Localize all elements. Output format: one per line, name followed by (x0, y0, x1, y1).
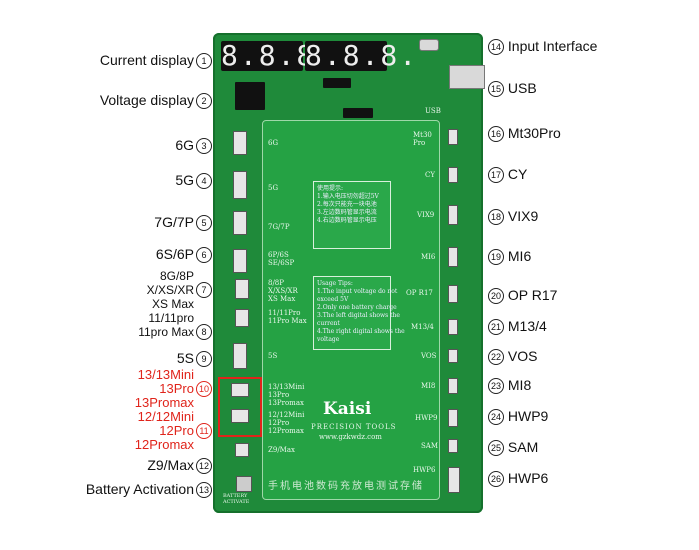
silk-m134: M13/4 (411, 323, 434, 331)
silk-vos: VOS (421, 352, 437, 360)
connector-6s (233, 249, 247, 273)
connector-hwp9 (448, 409, 458, 427)
highlight-box (218, 377, 262, 437)
label-13-line1: 13/13Mini (137, 367, 194, 382)
silk-battery: BATTERY ACTIVATE (223, 493, 250, 505)
connector-5s (233, 343, 247, 369)
silk-6g: 6G (268, 139, 279, 147)
label-hwp9: 24 HWP9 (486, 408, 548, 425)
connector-mt30 (448, 129, 458, 145)
connector-12 (231, 409, 249, 423)
label-12-line3: 12Promax (134, 437, 194, 452)
test-board: 8.8.8. 8.8.8. 使用提示: 1.输入电压切勿超过5V 2.每次只能充… (213, 33, 485, 513)
label-mt30pro: 16 Mt30Pro (486, 125, 561, 142)
regulator-chip (323, 78, 351, 88)
silk-12: 12/12Mini 12Pro 12Promax (268, 411, 305, 435)
connector-11 (235, 309, 249, 327)
connector-hwp6 (448, 467, 460, 493)
silk-7g: 7G/7P (268, 223, 290, 231)
connector-mi6 (448, 247, 458, 267)
input-interface-port (419, 39, 439, 51)
label-op-r17: 20 OP R17 (486, 287, 557, 304)
label-vos: 22 VOS (486, 348, 537, 365)
english-usage-note: Usage Tips: 1.The input voltage do not e… (313, 276, 405, 350)
silk-hwp6: HWP6 (413, 466, 436, 474)
silk-hwp9: HWP9 (415, 414, 438, 422)
silk-cy: CY (425, 171, 435, 179)
label-m13-4: 21 M13/4 (486, 318, 547, 335)
label-13-line3: 13Promax (134, 395, 194, 410)
voltage-digits: 8.8.8. (305, 39, 419, 72)
silk-opr17: OP R17 (406, 289, 433, 297)
connector-6g (233, 131, 247, 155)
usb-port (449, 65, 485, 89)
label-8g-line3: XS Max (151, 297, 194, 311)
silk-usb: USB (425, 107, 441, 115)
connector-z9 (235, 443, 249, 457)
label-cy: 17 CY (486, 166, 527, 183)
label-11-line1: 11/11pro (148, 311, 194, 325)
label-hwp6: 26 HWP6 (486, 470, 548, 487)
silk-11: 11/11Pro 11Pro Max (268, 309, 307, 325)
label-usb: 15 USB (486, 80, 537, 97)
connector-vix9 (448, 205, 458, 225)
silk-sam: SAM (421, 442, 439, 450)
brand-url: www.gzkwdz.com (319, 433, 382, 441)
silk-mi8: MI8 (421, 382, 436, 390)
board-bottom-text: 手机电池数码充放电测试存储 (268, 481, 424, 492)
label-input-interface: 14 Input Interface (486, 38, 597, 55)
connector-mi8 (448, 378, 458, 394)
brand-subtitle: PRECISION TOOLS (311, 423, 397, 431)
label-8g-line1: 8G/8P (159, 269, 194, 283)
silk-5s: 5S (268, 352, 278, 360)
silk-8g: 8/8P X/XS/XR XS Max (268, 279, 298, 303)
label-vix9: 18 VIX9 (486, 208, 538, 225)
silk-6s: 6P/6S SE/6SP (268, 251, 295, 267)
voltage-display-chip (235, 82, 265, 110)
label-sam: 25 SAM (486, 439, 538, 456)
silk-mt30: Mt30 Pro (413, 131, 432, 147)
current-display: 8.8.8. (221, 39, 335, 72)
silk-13: 13/13Mini 13Pro 13Promax (268, 383, 305, 407)
connector-opr17 (448, 285, 458, 303)
connector-13 (231, 383, 249, 397)
battery-activation-button[interactable] (236, 476, 252, 492)
connector-sam (448, 439, 458, 453)
connector-m134 (448, 319, 458, 335)
silk-mi6: MI6 (421, 253, 436, 261)
label-mi8: 23 MI8 (486, 377, 531, 394)
connector-vos (448, 349, 458, 363)
connector-7g (233, 211, 247, 235)
chinese-usage-note: 使用提示: 1.输入电压切勿超过5V 2.每次只能充一块电池 3.左边数码管显示… (313, 181, 391, 249)
connector-8g (235, 279, 249, 299)
brand-logo: Kaisi (323, 399, 372, 419)
board-work-area: 使用提示: 1.输入电压切勿超过5V 2.每次只能充一块电池 3.左边数码管显示… (262, 120, 440, 500)
label-mi6: 19 MI6 (486, 248, 531, 265)
silk-vix9: VIX9 (417, 211, 435, 219)
silk-z9: Z9/Max (268, 446, 295, 454)
silk-5g: 5G (268, 184, 279, 192)
connector-5g (233, 171, 247, 199)
connector-cy (448, 167, 458, 183)
sensor-chip (343, 108, 373, 118)
label-12-line1: 12/12Mini (137, 409, 194, 424)
